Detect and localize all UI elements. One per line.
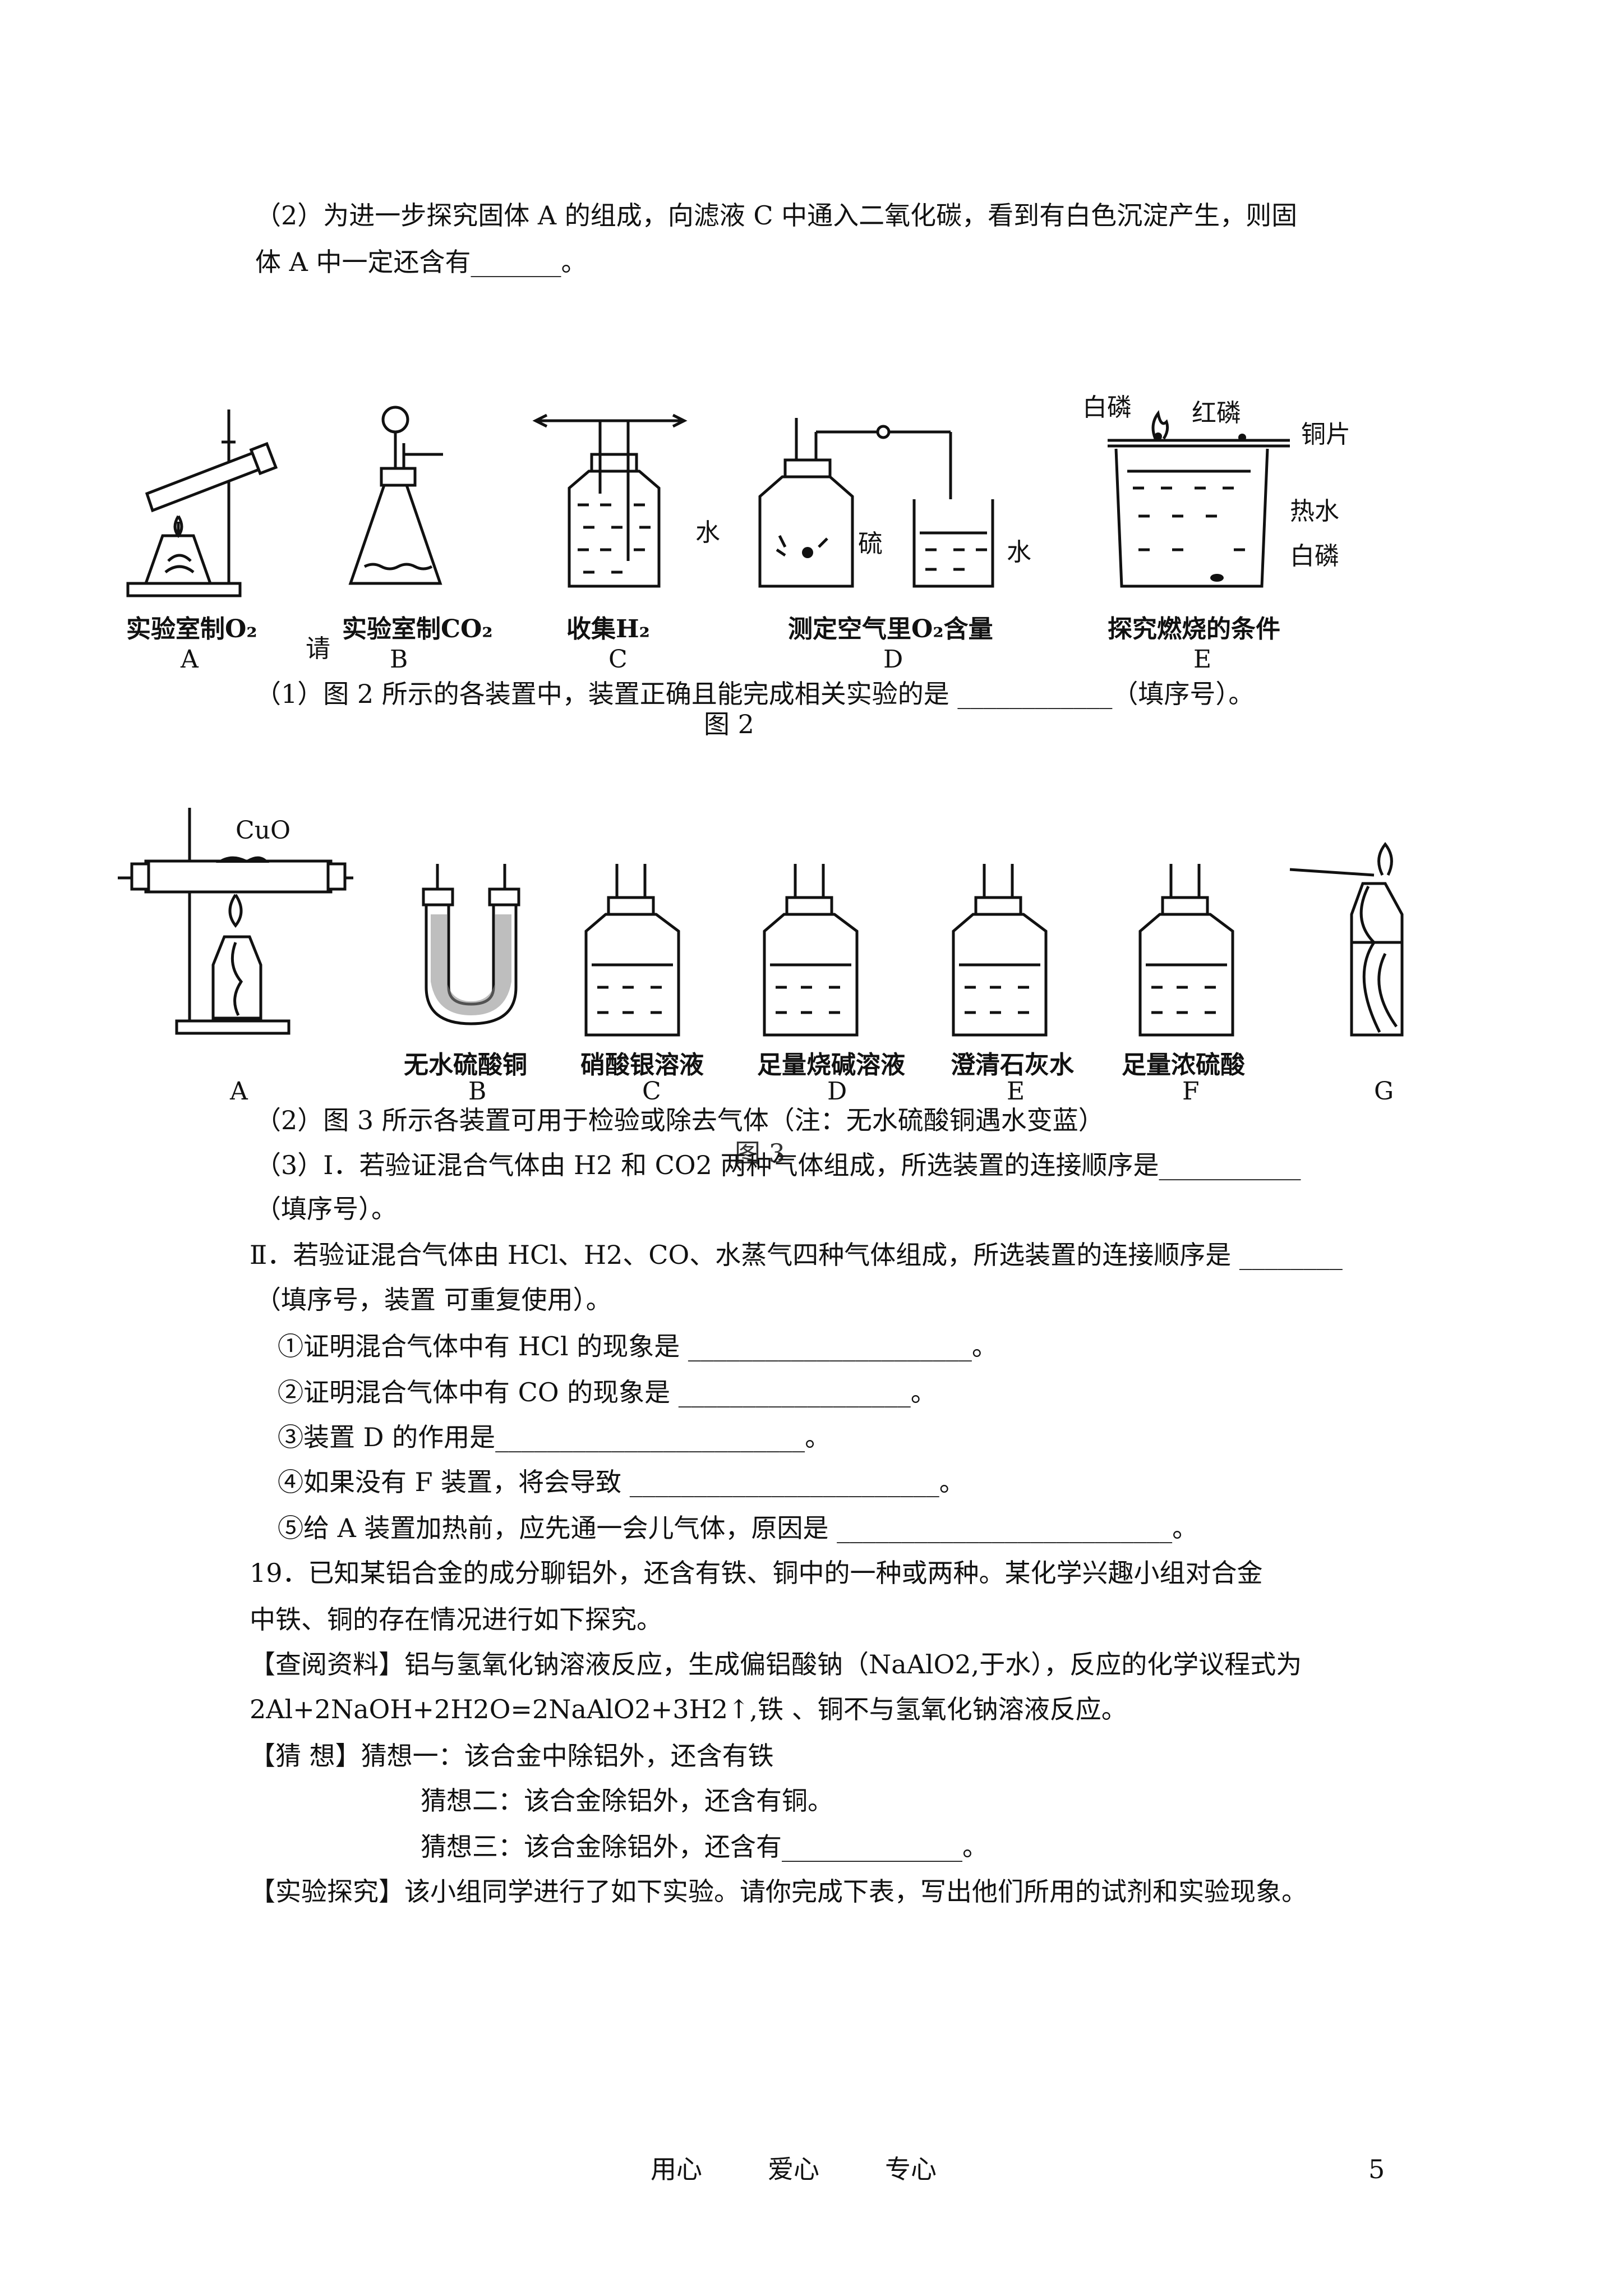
fig2-letter-c: C	[608, 645, 628, 674]
q18-part3-line3: Ⅱ．若验证混合气体由 HCl、H2、CO、水蒸气四种气体组成，所选装置的连接顺序…	[250, 1240, 1343, 1270]
fig3-caption-f: 足量浓硫酸	[1122, 1051, 1245, 1079]
fig3-caption-b: 无水硫酸铜	[404, 1051, 527, 1079]
fig2-question: （1）图 2 所示的各装置中，装置正确且能完成相关实验的是 __________…	[255, 679, 1255, 709]
fig3-letter-a: A	[230, 1077, 248, 1106]
fig2-letter-b: B	[390, 645, 408, 674]
fig3-letter-e: E	[1007, 1077, 1025, 1106]
fig3-title: 图 3	[735, 1138, 785, 1168]
q18-part3-line1: （3）Ⅰ．若验证混合气体由 H2 和 CO2 两种气体组成，所选装置的连接顺序是…	[255, 1150, 1301, 1180]
fig2-letter-e: E	[1193, 645, 1212, 674]
q19-line7: 猜想三：该合金除铝外，还含有______________。	[421, 1832, 988, 1862]
q18-part3-line9: ⑤给 A 装置加热前，应先通一会儿气体，原因是 ________________…	[278, 1513, 1198, 1543]
q18-part2-line2: 体 A 中一定还含有_______。	[255, 247, 587, 277]
q19-line6: 猜想二：该合金除铝外，还含有铜。	[421, 1786, 833, 1816]
fig2-letter-a: A	[181, 645, 199, 674]
fig3-bottle-e	[952, 864, 1048, 1037]
q18-part3-line4: （填序号，装置 可重复使用）。	[255, 1285, 612, 1315]
fig2-caption-c: 收集H₂	[566, 615, 650, 643]
fig2-label-sulfur: 硫	[858, 530, 883, 558]
q19-line5: 【猜 想】猜想一：该合金中除铝外，还含有铁	[250, 1741, 774, 1771]
fig2-label-water-d: 水	[1007, 538, 1031, 567]
fig3-apparatus-a	[118, 808, 353, 1035]
fig3-caption-d: 足量烧碱溶液	[757, 1051, 905, 1079]
fig3-letter-d: D	[827, 1077, 847, 1106]
fig2-caption-a: 实验室制O₂	[126, 615, 257, 643]
fig3-caption-e: 澄清石灰水	[951, 1051, 1074, 1079]
fig2-label-white-phosphorus-top: 白磷	[1082, 393, 1132, 422]
q18-part3-line6: ②证明混合气体中有 CO 的现象是 __________________。	[278, 1377, 937, 1407]
fig3-label-cuo: CuO	[236, 816, 291, 845]
fig2-caption-b: 实验室制CO₂	[342, 615, 493, 643]
q18-part3-line7: ③装置 D 的作用是________________________。	[278, 1422, 831, 1452]
fig3-bottle-d	[763, 864, 859, 1037]
stray-character: 请	[306, 634, 330, 663]
fig3-bottle-f	[1138, 864, 1234, 1037]
fig2-apparatus-b	[348, 406, 443, 585]
fig3-letter-b: B	[468, 1077, 487, 1106]
fig2-label-hot-water: 热水	[1290, 497, 1339, 526]
fig3-apparatus-b	[422, 864, 520, 1025]
fig2-caption-d: 测定空气里O₂含量	[788, 615, 993, 643]
footer-motto: 用心 爱心 专心	[651, 2154, 937, 2184]
q18-part3-line2: （填序号）。	[255, 1194, 397, 1224]
fig2-caption-e: 探究燃烧的条件	[1108, 615, 1280, 643]
page-number: 5	[1368, 2154, 1385, 2184]
fig3-bottle-c	[584, 864, 680, 1037]
fig3-note: （2）图 3 所示各装置可用于检验或除去气体（注：无水硫酸铜遇水变蓝）	[255, 1105, 1104, 1135]
fig2-letter-d: D	[883, 645, 903, 674]
fig2-label-white-phosphorus-bottom: 白磷	[1290, 542, 1339, 570]
q18-part2-line1: （2）为进一步探究固体 A 的组成，向滤液 C 中通入二氧化碳，看到有白色沉淀产…	[255, 200, 1298, 231]
fig3-letter-f: F	[1182, 1077, 1200, 1106]
fig2-apparatus-c	[532, 413, 688, 588]
fig2-label-red-phosphorus: 红磷	[1192, 399, 1241, 427]
q19-line1: 19．已知某铝合金的成分聊铝外，还含有铁、铜中的一种或两种。某化学兴趣小组对合金	[250, 1558, 1263, 1588]
fig2-apparatus-e	[1108, 410, 1290, 588]
fig2-title: 图 2	[704, 709, 754, 739]
fig2-label-copper-sheet: 铜片	[1301, 420, 1350, 449]
fig2-apparatus-a	[126, 409, 278, 597]
fig2-apparatus-d	[758, 418, 994, 588]
fig3-letter-g: G	[1374, 1077, 1394, 1106]
q19-line2: 中铁、铜的存在情况进行如下探究。	[250, 1604, 662, 1635]
fig3-caption-c: 硝酸银溶液	[580, 1051, 704, 1079]
q19-line4: 2Al+2NaOH+2H2O=2NaAlO2+3H2↑,铁 、铜不与氢氧化钠溶液…	[250, 1694, 1127, 1724]
fig3-letter-c: C	[642, 1077, 661, 1106]
q19-line8: 【实验探究】该小组同学进行了如下实验。请你完成下表，写出他们所用的试剂和实验现象…	[250, 1876, 1307, 1907]
q18-part3-line5: ①证明混合气体中有 HCl 的现象是 _____________________…	[278, 1331, 998, 1361]
fig3-apparatus-g	[1289, 841, 1404, 1037]
q19-line3: 【查阅资料】铝与氢氧化钠溶液反应，生成偏铝酸钠（NaAlO2,于水），反应的化学…	[250, 1649, 1302, 1680]
fig2-label-water-c: 水	[695, 518, 720, 547]
q18-part3-line8: ④如果没有 F 装置，将会导致 ________________________…	[278, 1467, 965, 1497]
